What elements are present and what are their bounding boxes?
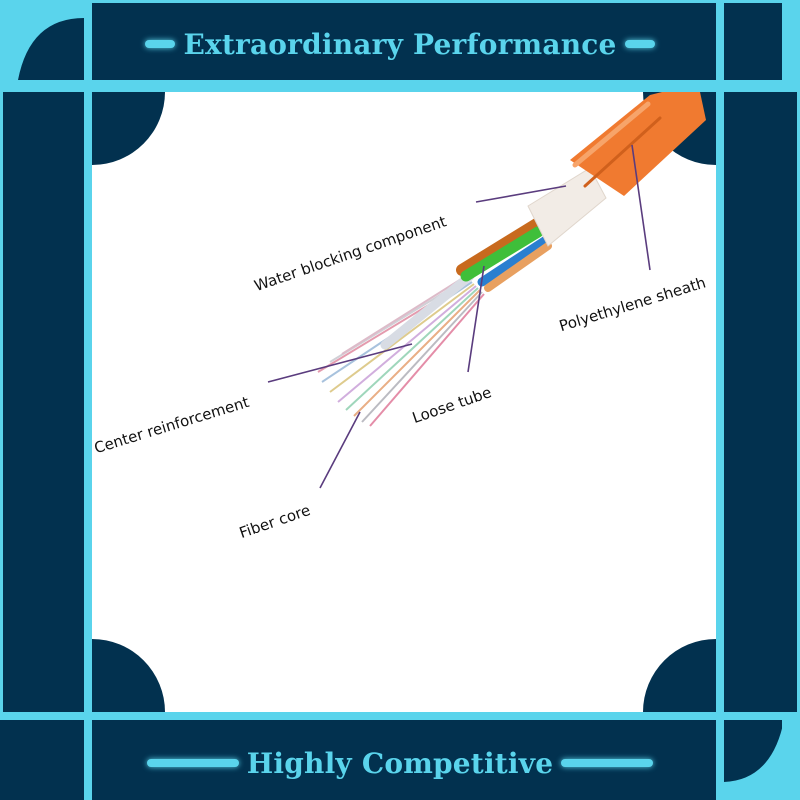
leader-polyethylene-sheath xyxy=(631,144,651,271)
leader-water-blocking xyxy=(475,185,567,203)
banner-dash-left xyxy=(146,759,239,767)
left-column xyxy=(3,92,84,712)
bottom-band-divider-left xyxy=(84,712,92,800)
loose-tubes xyxy=(456,216,552,292)
banner-dash-right xyxy=(624,40,655,48)
fiber-strands xyxy=(317,275,485,427)
top-banner-text: Extraordinary Performance xyxy=(183,27,617,61)
bottom-banner-text: Highly Competitive xyxy=(246,746,554,780)
water-blocking-wrap xyxy=(527,167,607,247)
sheath-highlight xyxy=(572,101,651,168)
canvas-corner-bl xyxy=(92,639,165,712)
top-band-divider-left xyxy=(84,0,92,90)
right-column xyxy=(724,92,797,712)
corner-top-left xyxy=(0,0,84,80)
image-canvas xyxy=(92,92,716,712)
leader-loose-tube xyxy=(467,265,485,373)
banner-dash-right xyxy=(561,759,654,767)
banner-dash-left xyxy=(145,40,176,48)
fiber-cable-illustration xyxy=(317,92,706,427)
bottom-banner: Highly Competitive xyxy=(0,741,800,780)
bottom-band-divider-right xyxy=(716,712,724,800)
top-band-divider-right xyxy=(716,0,724,90)
sheath-shadow xyxy=(583,116,662,188)
leader-fiber-core xyxy=(319,411,361,489)
leader-lines xyxy=(267,144,651,489)
leader-center-reinforcement xyxy=(267,343,413,383)
canvas-corner-br xyxy=(643,639,716,712)
center-reinforcement-rod xyxy=(380,271,475,350)
top-band xyxy=(18,3,782,80)
canvas-corner-tl xyxy=(92,92,165,165)
top-banner: Extraordinary Performance xyxy=(0,22,800,61)
corner-bottom-right xyxy=(724,720,800,800)
